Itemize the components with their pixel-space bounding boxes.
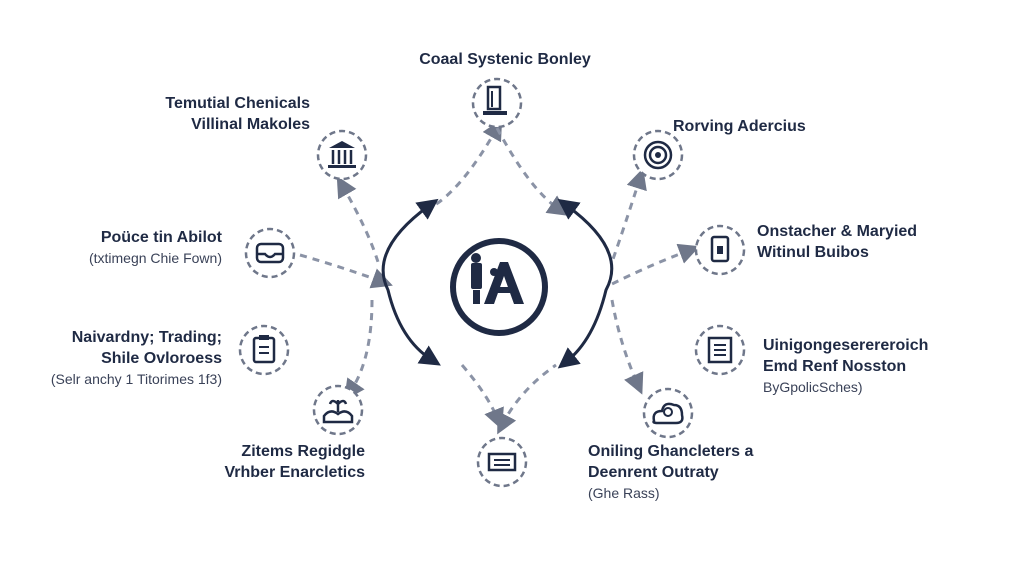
- node-ring: [642, 387, 694, 439]
- node-lower-right: [694, 324, 746, 376]
- connector-bottom-left: [460, 364, 504, 430]
- connector-lower-right: [610, 299, 644, 395]
- node-lower-left: [238, 324, 290, 376]
- clipboard-icon: [252, 335, 276, 364]
- node-ring: [316, 129, 368, 181]
- node-bottom-left: [312, 384, 364, 436]
- node-bottom: [476, 436, 528, 488]
- central-hub-logo-icon: [471, 253, 524, 304]
- pillar-building-icon: [328, 141, 356, 168]
- connector-top-right: [495, 127, 569, 216]
- connector-bottom-right: [497, 363, 557, 435]
- ring-arc-right: [557, 198, 614, 369]
- connector-mid-left: [299, 253, 393, 289]
- tablet-icon: [710, 235, 730, 263]
- target-icon: [643, 140, 673, 170]
- node-ring: [244, 227, 296, 279]
- node-ring: [238, 324, 290, 376]
- label-lower-right-sub: BуGpolicSches): [763, 379, 863, 395]
- node-top: [471, 77, 523, 129]
- label-mid-left-sub: (txtimegn Chie Fown): [88, 250, 222, 266]
- nodes-layer: [238, 77, 746, 488]
- connector-upper-right: [610, 167, 647, 263]
- ring-arc-left: [381, 198, 441, 366]
- label-mid-left: Poüce tin Abilot (txtimegn Chie Fown): [40, 227, 222, 269]
- node-bottom-right: [642, 387, 694, 439]
- connector-lower-left: [344, 299, 374, 401]
- node-upper-left: [316, 129, 368, 181]
- node-mid-left: [244, 227, 296, 279]
- node-upper-right: [632, 129, 684, 181]
- cards-stack-icon: [487, 452, 517, 472]
- hands-plant-icon: [322, 399, 354, 424]
- node-ring: [476, 436, 528, 488]
- cycle-ring: [381, 198, 614, 369]
- connector-top-left: [429, 118, 503, 210]
- label-top: Coaal Systenic Bonley: [419, 51, 591, 68]
- document-stand-icon: [483, 85, 507, 115]
- person-cloud-icon: [652, 402, 684, 425]
- document-list-icon: [707, 336, 733, 364]
- label-bottom-right-sub: (Ghe Rass): [588, 485, 660, 501]
- label-upper-right: Rorving Adercius: [673, 118, 806, 135]
- node-mid-right: [694, 224, 746, 276]
- connector-upper-left: [336, 175, 380, 263]
- label-lower-left-sub: (Selr anchy 1 Titorimes 1f3): [50, 371, 222, 387]
- connector-mid-right: [611, 243, 700, 286]
- central-hub: [450, 238, 548, 336]
- label-lower-left: Naivardny; Trading;Shile Ovlorоess (Selr…: [10, 327, 222, 390]
- inbox-tray-icon: [255, 242, 285, 264]
